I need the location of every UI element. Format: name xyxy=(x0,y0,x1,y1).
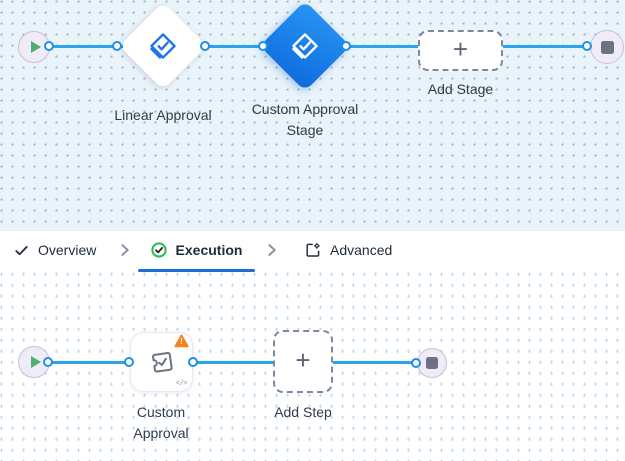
port-stage1-out[interactable] xyxy=(200,41,210,51)
tab-label: Execution xyxy=(175,242,243,258)
steps-canvas[interactable]: ! </> + Custom Approval Add Step xyxy=(0,272,625,461)
approval-stage-icon xyxy=(132,15,194,77)
tab-execution[interactable]: Execution xyxy=(138,231,255,269)
advanced-settings-icon xyxy=(306,242,320,257)
play-icon xyxy=(30,41,41,53)
end-node[interactable] xyxy=(590,30,624,64)
port-step1-out[interactable] xyxy=(188,357,198,367)
add-step-label: Add Step xyxy=(274,404,332,420)
stage-label: Linear Approval xyxy=(114,107,212,123)
tab-label: Advanced xyxy=(330,242,393,258)
port-stage2-out[interactable] xyxy=(341,41,351,51)
port-stage2-in[interactable] xyxy=(258,41,268,51)
stage-tab-bar: Overview Execution Advanced xyxy=(0,231,625,272)
approval-stage-icon xyxy=(273,14,337,78)
add-stage-label: Add Stage xyxy=(427,81,494,97)
start-node[interactable] xyxy=(18,31,50,63)
stop-icon xyxy=(426,357,438,369)
port-end-in[interactable] xyxy=(411,358,421,368)
port-step1-in[interactable] xyxy=(124,357,134,367)
tab-overview[interactable]: Overview xyxy=(14,231,96,269)
check-circle-icon xyxy=(150,242,167,258)
port-end-in[interactable] xyxy=(582,41,592,51)
add-step-button[interactable]: + xyxy=(273,330,333,393)
check-icon xyxy=(15,245,28,255)
stage-custom-approval-stage[interactable] xyxy=(259,0,351,92)
port-stage1-in[interactable] xyxy=(112,41,122,51)
step-label: Custom Approval xyxy=(133,404,189,441)
add-stage-button[interactable]: + xyxy=(418,30,503,71)
tab-label: Overview xyxy=(38,242,97,258)
active-tab-indicator xyxy=(138,269,255,272)
code-icon: </> xyxy=(175,380,188,388)
play-icon xyxy=(30,356,41,368)
stages-canvas[interactable]: + Linear Approval Custom Approval Stage … xyxy=(0,0,625,231)
stop-icon xyxy=(600,40,614,54)
flow-connector-line xyxy=(49,361,417,364)
approval-step-icon xyxy=(131,333,192,391)
end-node[interactable] xyxy=(417,348,447,378)
chevron-right-icon xyxy=(121,244,129,256)
step-custom-approval[interactable]: ! </> xyxy=(130,332,193,392)
stage-label: Custom Approval Stage xyxy=(251,101,359,138)
port-start-out[interactable] xyxy=(43,357,53,367)
chevron-right-icon xyxy=(268,244,276,256)
plus-icon: + xyxy=(452,34,469,64)
port-start-out[interactable] xyxy=(44,41,54,51)
tab-advanced[interactable]: Advanced xyxy=(305,231,392,269)
plus-icon: + xyxy=(295,345,311,375)
stage-linear-approval[interactable] xyxy=(119,2,207,90)
warning-icon[interactable]: ! xyxy=(174,334,189,348)
